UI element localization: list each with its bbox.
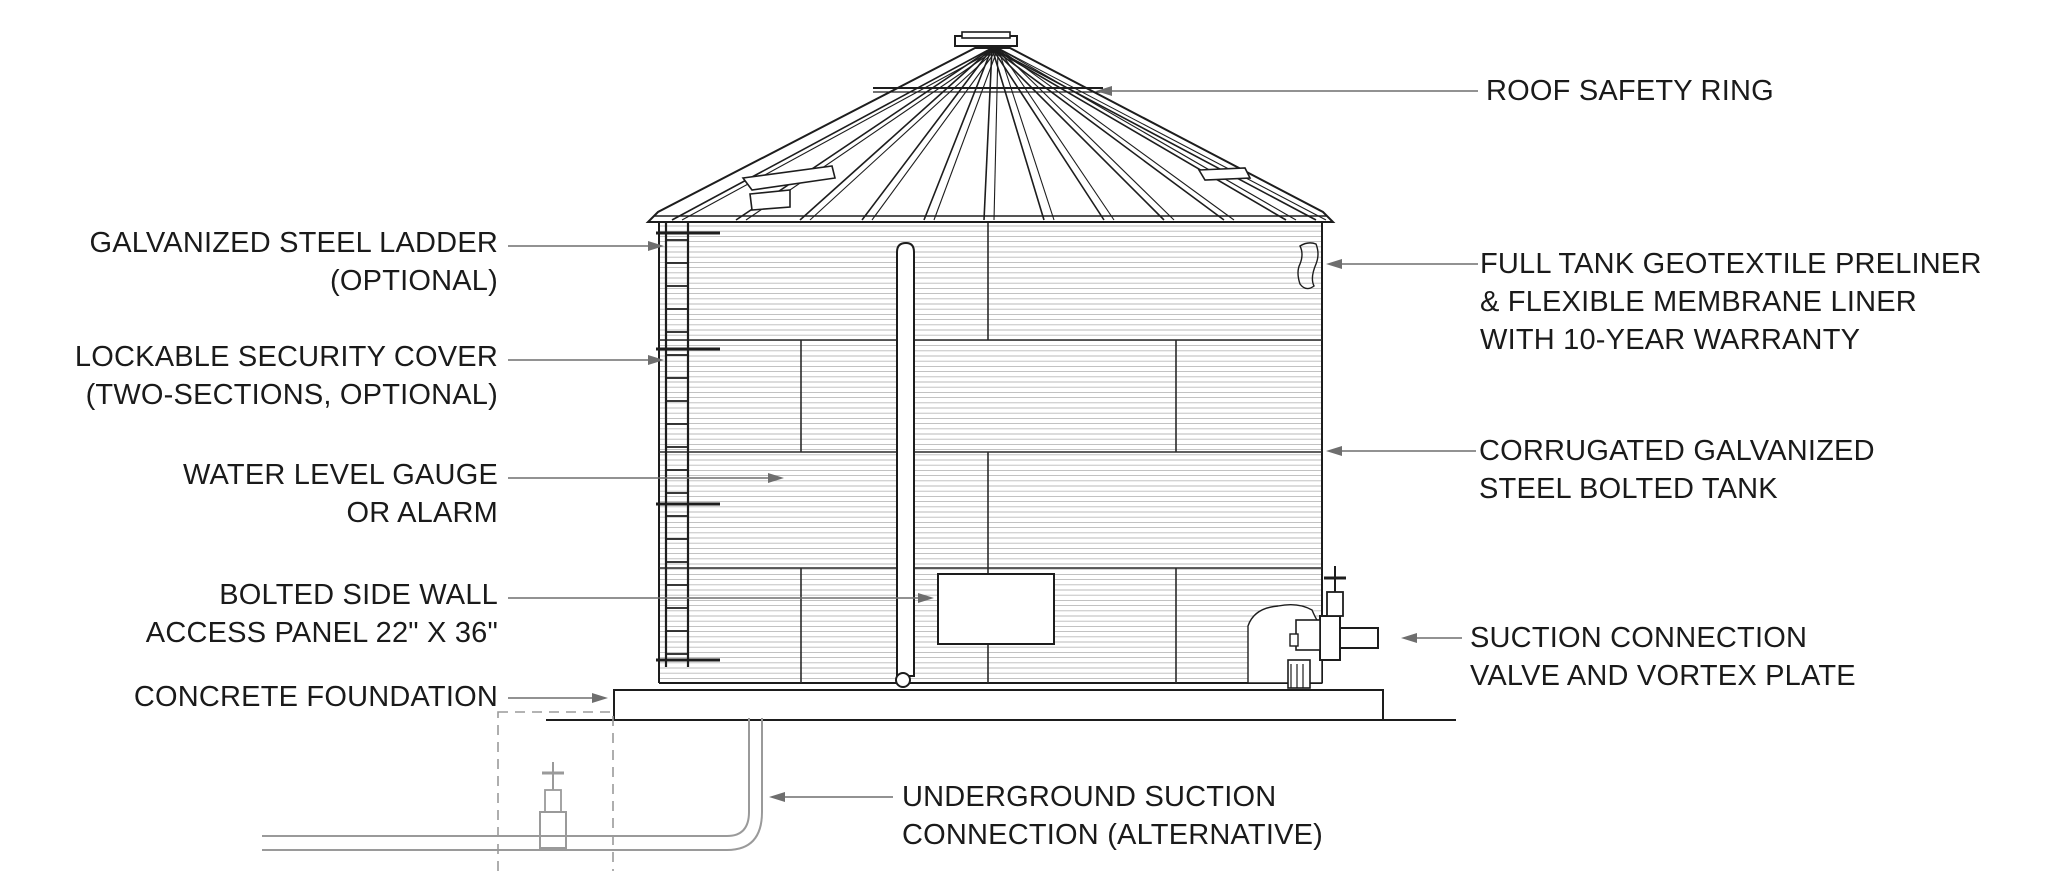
- roof-rib: [799, 47, 993, 221]
- roof-rib: [991, 47, 1317, 221]
- label-security-cover: LOCKABLE SECURITY COVER: [75, 341, 498, 373]
- label-suction-vortex: VALVE AND VORTEX PLATE: [1470, 660, 1856, 692]
- tank-roof: [645, 31, 1336, 223]
- roof-rib-edge: [933, 47, 999, 221]
- roof-rib-edge: [997, 47, 1055, 221]
- roof-rib: [991, 47, 1225, 221]
- leader-lines: [508, 86, 1478, 802]
- roof-rib-edge: [871, 47, 999, 221]
- label-ladder: GALVANIZED STEEL LADDER: [89, 227, 498, 259]
- roof-ribs: [671, 47, 1327, 221]
- label-suction: SUCTION CONNECTION: [1470, 622, 1807, 654]
- label-underground: UNDERGROUND SUCTION: [902, 781, 1276, 813]
- label-security-cover-note: (TWO-SECTIONS, OPTIONAL): [86, 379, 498, 411]
- label-liner-membrane: & FLEXIBLE MEMBRANE LINER: [1480, 286, 1917, 318]
- label-tank-bolted: STEEL BOLTED TANK: [1479, 473, 1778, 505]
- roof-rib: [861, 47, 993, 221]
- roof-rib-edge: [993, 47, 999, 221]
- level-gauge-tube: [895, 241, 915, 688]
- suction-valve-assembly: [1247, 566, 1379, 689]
- roof-hatch: [741, 165, 836, 211]
- label-tank: CORRUGATED GALVANIZED: [1479, 435, 1875, 467]
- label-underground-alt: CONNECTION (ALTERNATIVE): [902, 819, 1323, 851]
- roof-rib-edge: [809, 47, 999, 221]
- roof-rib: [991, 47, 1105, 221]
- access-panel: [937, 573, 1055, 645]
- label-level-gauge-alarm: OR ALARM: [347, 497, 498, 529]
- label-ladder-optional: (OPTIONAL): [330, 265, 498, 297]
- label-access-panel-size: ACCESS PANEL 22" X 36": [146, 617, 498, 649]
- label-liner: FULL TANK GEOTEXTILE PRELINER: [1480, 248, 1982, 280]
- roof-rib-edge: [997, 47, 1175, 221]
- roof-rib: [991, 47, 1287, 221]
- roof-rib: [983, 47, 993, 221]
- label-access-panel: BOLTED SIDE WALL: [219, 579, 498, 611]
- roof-rib-edge: [997, 47, 1235, 221]
- labels: ROOF SAFETY RING GALVANIZED STEEL LADDER…: [75, 75, 1982, 851]
- liner-cutaway: [1297, 242, 1319, 290]
- roof-rib: [991, 47, 1045, 221]
- label-foundation: CONCRETE FOUNDATION: [134, 681, 498, 713]
- label-level-gauge: WATER LEVEL GAUGE: [183, 459, 498, 491]
- roof-rib: [923, 47, 993, 221]
- concrete-foundation: [546, 689, 1456, 721]
- ladder: [656, 222, 720, 667]
- underground-connection: [262, 711, 763, 871]
- roof-rib-edge: [681, 47, 999, 221]
- roof-rib: [991, 47, 1165, 221]
- label-roof-safety-ring: ROOF SAFETY RING: [1486, 75, 1774, 107]
- tank-shell: [658, 222, 1323, 684]
- roof-rib: [671, 47, 993, 221]
- roof-rib-edge: [997, 47, 1327, 221]
- label-liner-warranty: WITH 10-YEAR WARRANTY: [1480, 324, 1860, 356]
- roof-rib-edge: [997, 47, 1115, 221]
